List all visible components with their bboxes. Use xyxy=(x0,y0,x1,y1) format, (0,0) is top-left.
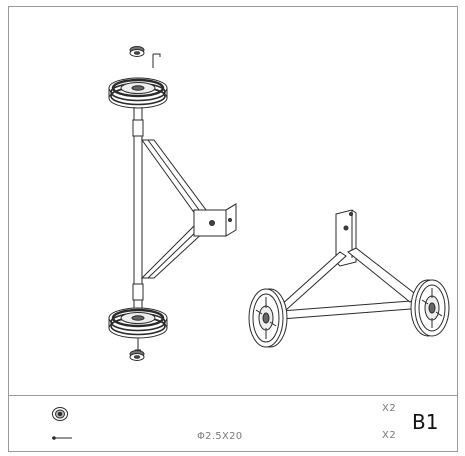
assembled-wheel-left xyxy=(248,288,288,348)
cotter-pin-icon xyxy=(52,436,72,440)
part-quantity-washer: X2 xyxy=(382,403,397,414)
wheel-bottom xyxy=(108,307,168,339)
frame-struts xyxy=(140,139,207,279)
mounting-bracket xyxy=(193,203,237,237)
part-size-label: Φ2.5X20 xyxy=(197,431,243,442)
instruction-frame xyxy=(8,6,458,452)
exploded-wheel-assembly xyxy=(108,46,237,361)
axle-tube xyxy=(132,107,144,312)
wheel-top xyxy=(108,77,168,109)
part-quantity-pin: X2 xyxy=(382,430,397,441)
parts-divider xyxy=(8,395,458,396)
cotter-pin-bottom xyxy=(135,338,141,351)
washer-icon xyxy=(52,407,68,421)
washer-bottom xyxy=(129,350,145,361)
assembled-wheel-right xyxy=(410,279,450,337)
cotter-pin-top xyxy=(152,53,161,68)
washer-top xyxy=(129,46,145,57)
step-code: B1 xyxy=(412,410,439,434)
assembled-wheel-assembly xyxy=(248,209,450,348)
